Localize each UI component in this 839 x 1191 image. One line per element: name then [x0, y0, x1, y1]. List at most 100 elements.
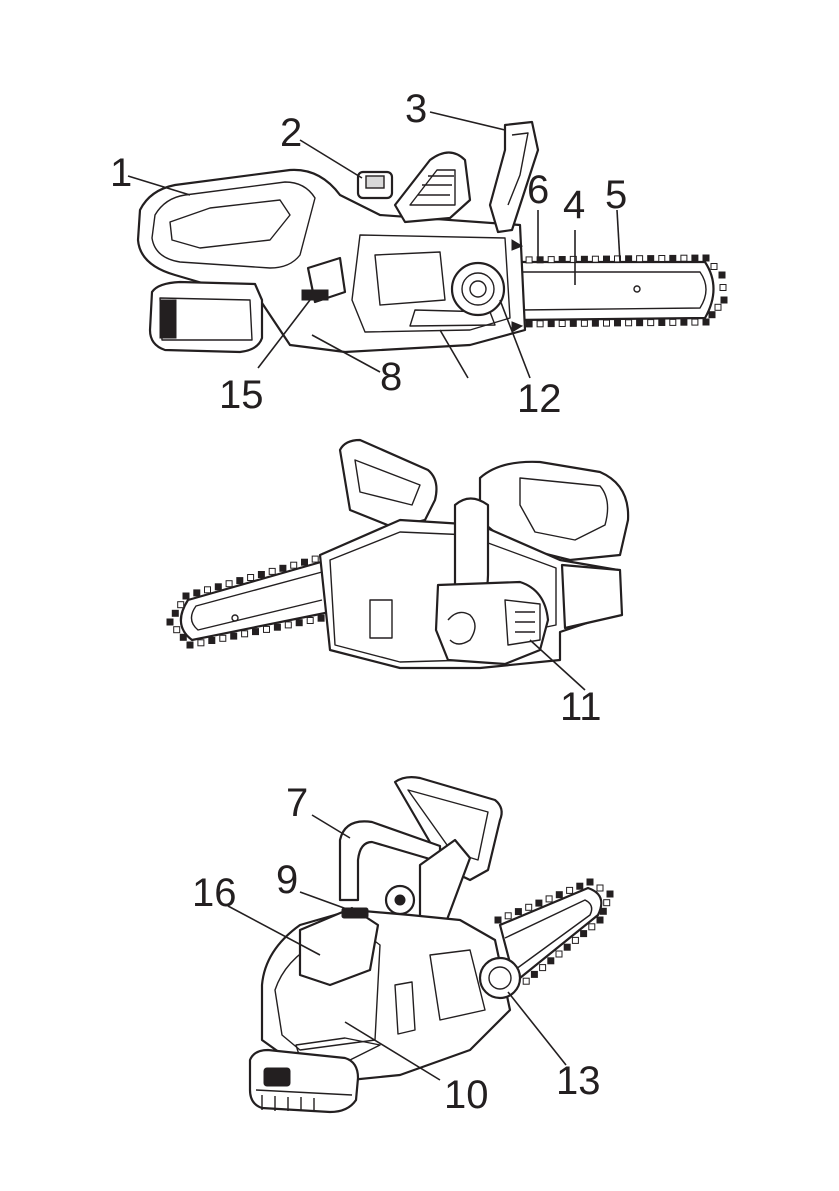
chain-link [648, 256, 654, 262]
chain-link [556, 892, 562, 898]
chain-link [318, 615, 324, 621]
chain-link [564, 944, 570, 950]
chain-link [597, 917, 603, 923]
chain-link [296, 620, 302, 626]
chain-link [715, 304, 721, 310]
chain-link [253, 629, 259, 635]
callout-7: 7 [286, 781, 308, 825]
chain-link [226, 581, 232, 587]
chain-link [515, 909, 521, 915]
chain-link [720, 285, 726, 291]
callout-3: 3 [405, 87, 427, 131]
chain-link [670, 319, 676, 325]
chain-link [215, 584, 221, 590]
chain-link [312, 556, 318, 562]
callout-9: 9 [276, 858, 298, 902]
motor-housing [138, 122, 538, 352]
chain-link [194, 590, 200, 596]
chain-link [577, 883, 583, 889]
chain-link [637, 320, 643, 326]
chain-link [681, 319, 687, 325]
chain-link [604, 900, 610, 906]
chain-link [291, 562, 297, 568]
leader-5 [617, 210, 620, 262]
chain-link [592, 320, 598, 326]
callout-2: 2 [280, 111, 302, 155]
chain-link [180, 634, 186, 640]
chain-link [637, 256, 643, 262]
chain-link [269, 568, 275, 574]
chain-link [526, 321, 532, 327]
chain-link [302, 559, 308, 565]
chain-link [711, 264, 717, 270]
chain-link [615, 320, 621, 326]
chain-link [174, 627, 180, 633]
chain-link [600, 908, 606, 914]
chain-link [692, 255, 698, 261]
callout-1: 1 [110, 151, 132, 195]
chain-link [531, 971, 537, 977]
callout-15: 15 [219, 373, 264, 417]
chain-link [548, 257, 554, 263]
callout-8: 8 [380, 355, 402, 399]
chain-link [264, 626, 270, 632]
callout-13: 13 [556, 1059, 601, 1103]
chain-link [495, 917, 501, 923]
chain-link [280, 565, 286, 571]
chain-link [559, 257, 565, 263]
front-view: 7 9 10 13 16 [192, 777, 613, 1117]
chain-link [719, 272, 725, 278]
chain-link [597, 885, 603, 891]
chain-link [540, 965, 546, 971]
chain-link [581, 320, 587, 326]
chain-link [626, 256, 632, 262]
chain-link [703, 319, 709, 325]
chain-link [248, 575, 254, 581]
chain-link [205, 587, 211, 593]
chain-link [285, 622, 291, 628]
leader-7 [312, 815, 350, 838]
callout-6: 6 [527, 168, 549, 212]
chain-link [548, 958, 554, 964]
chain-link [604, 320, 610, 326]
callout-4: 4 [563, 183, 585, 227]
chain-link [526, 904, 532, 910]
chain-link [548, 321, 554, 327]
guide-bar [181, 560, 330, 640]
callout-5: 5 [605, 173, 627, 217]
guide-bar [515, 262, 714, 320]
chain-link [307, 618, 313, 624]
chain-link [659, 256, 665, 262]
motor-housing [320, 440, 628, 668]
chain-link [626, 320, 632, 326]
chain-link [505, 913, 511, 919]
chain-link [231, 633, 237, 639]
leader-3 [430, 112, 505, 130]
callout-11: 11 [560, 685, 602, 729]
chain-link [670, 255, 676, 261]
chain-link [198, 640, 204, 646]
chain-link [167, 619, 173, 625]
callout-12: 12 [517, 377, 562, 421]
chain-link [274, 624, 280, 630]
rear-view: 11 [167, 440, 628, 729]
chain-link [546, 896, 552, 902]
chain-link [172, 610, 178, 616]
chain-link [709, 312, 715, 318]
chain-link [523, 978, 529, 984]
chain-link [559, 321, 565, 327]
motor-housing [250, 777, 520, 1112]
side-view: 1 2 3 4 5 6 8 12 15 [110, 87, 727, 421]
callout-16: 16 [192, 871, 237, 915]
chain-link [536, 900, 542, 906]
chain-link [209, 638, 215, 644]
chain-link [581, 931, 587, 937]
chain-link [187, 642, 193, 648]
callout-10: 10 [444, 1073, 489, 1117]
chain-link [537, 321, 543, 327]
chain-link [567, 887, 573, 893]
chain-link [692, 319, 698, 325]
chain-link [581, 256, 587, 262]
chain-link [703, 255, 709, 261]
